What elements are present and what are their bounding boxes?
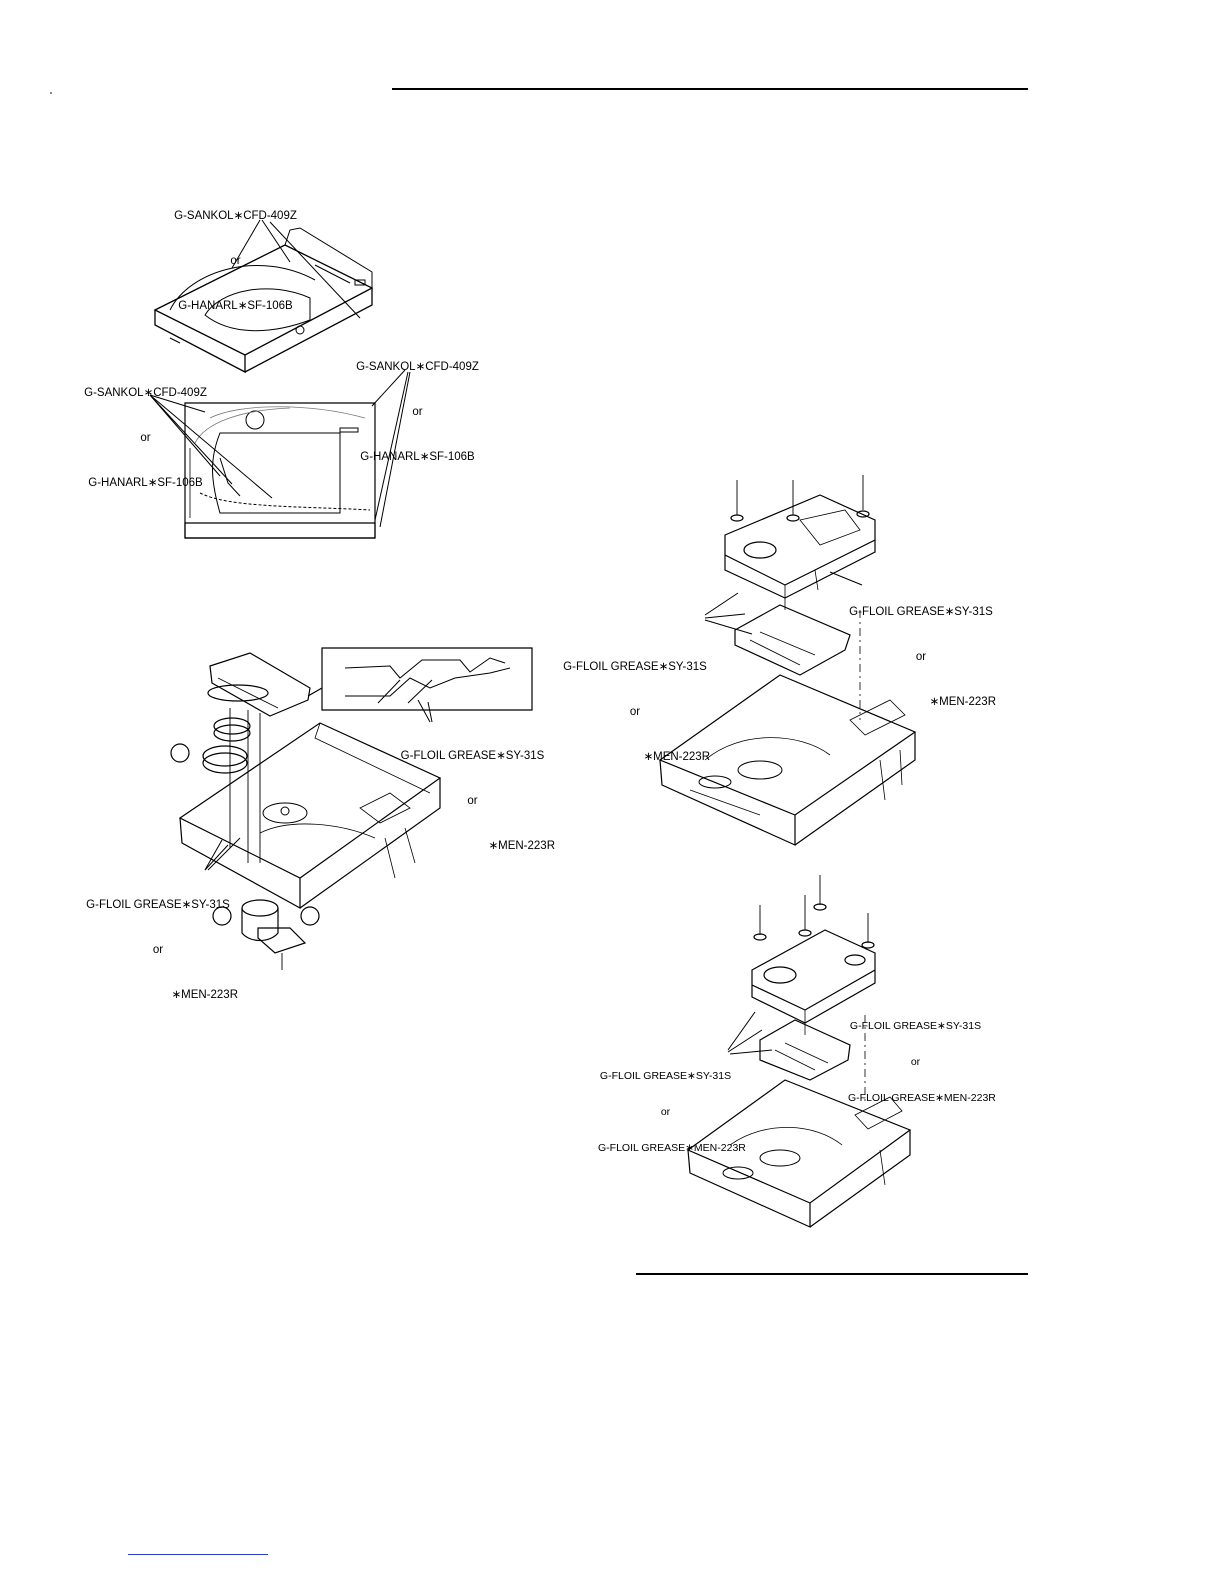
grease-label-tray-top: G-SANKOL∗CFD-409Z or G-HANARL∗SF-106B: [168, 179, 303, 329]
bottom-rule: [636, 1273, 1028, 1275]
grease-label-mech-inset: G-FLOIL GREASE∗SY-31S or ∗MEN-223R: [390, 719, 555, 869]
grease-label-mech-lower: G-FLOIL GREASE∗SY-31S or ∗MEN-223R: [78, 868, 238, 1018]
grease-primary-text: G-FLOIL GREASE∗SY-31S: [849, 1020, 982, 1032]
grease-alt-text: G-HANARL∗SF-106B: [178, 300, 293, 312]
grease-label-pickup2-left: G-FLOIL GREASE∗SY-31S or G-FLOIL GREASE∗…: [598, 1046, 746, 1166]
grease-alt-text: ∗MEN-223R: [929, 696, 996, 708]
grease-label-tray-right: G-SANKOL∗CFD-409Z or G-HANARL∗SF-106B: [350, 330, 485, 480]
grease-primary-text: G-FLOIL GREASE∗SY-31S: [599, 1070, 732, 1082]
grease-or-text: or: [152, 944, 164, 956]
grease-or-text: or: [467, 795, 478, 807]
grease-alt-text: G-HANARL∗SF-106B: [88, 477, 203, 489]
pickup-assembly-1-drawing: [650, 470, 950, 860]
mechanism-chassis-drawing: [160, 648, 540, 978]
grease-or-text: or: [230, 255, 241, 267]
grease-label-pickup1-right: G-FLOIL GREASE∗SY-31S or ∗MEN-223R: [846, 575, 996, 725]
tray-underside-drawing: [180, 398, 380, 543]
grease-alt-text: G-FLOIL GREASE∗MEN-223R: [848, 1092, 996, 1104]
grease-label-pickup1-left: G-FLOIL GREASE∗SY-31S or ∗MEN-223R: [560, 630, 710, 780]
grease-or-text: or: [915, 651, 927, 663]
grease-or-text: or: [910, 1056, 921, 1068]
tray-isometric-drawing: [150, 210, 380, 380]
grease-or-text: or: [629, 706, 641, 718]
grease-primary-text: G-FLOIL GREASE∗SY-31S: [86, 899, 230, 911]
corner-mark: [50, 92, 52, 94]
grease-or-text: or: [412, 406, 423, 418]
grease-label-tray-left: G-SANKOL∗CFD-409Z or G-HANARL∗SF-106B: [78, 356, 213, 506]
grease-or-text: or: [140, 432, 151, 444]
grease-primary-text: G-SANKOL∗CFD-409Z: [84, 387, 207, 399]
grease-alt-text: ∗MEN-223R: [643, 751, 710, 763]
grease-alt-text: ∗MEN-223R: [488, 840, 555, 852]
grease-primary-text: G-FLOIL GREASE∗SY-31S: [400, 750, 545, 762]
grease-alt-text: G-FLOIL GREASE∗MEN-223R: [598, 1142, 746, 1154]
grease-label-pickup2-right: G-FLOIL GREASE∗SY-31S or G-FLOIL GREASE∗…: [848, 996, 996, 1116]
grease-primary-text: G-SANKOL∗CFD-409Z: [174, 210, 297, 222]
grease-or-text: or: [660, 1106, 671, 1118]
grease-alt-text: G-HANARL∗SF-106B: [360, 451, 475, 463]
grease-primary-text: G-SANKOL∗CFD-409Z: [356, 361, 479, 373]
grease-primary-text: G-FLOIL GREASE∗SY-31S: [563, 661, 707, 673]
footer-link-underline: [128, 1554, 268, 1555]
pickup-assembly-2-drawing: [680, 875, 920, 1235]
top-rule: [392, 88, 1028, 90]
grease-primary-text: G-FLOIL GREASE∗SY-31S: [849, 606, 993, 618]
grease-alt-text: ∗MEN-223R: [171, 989, 238, 1001]
